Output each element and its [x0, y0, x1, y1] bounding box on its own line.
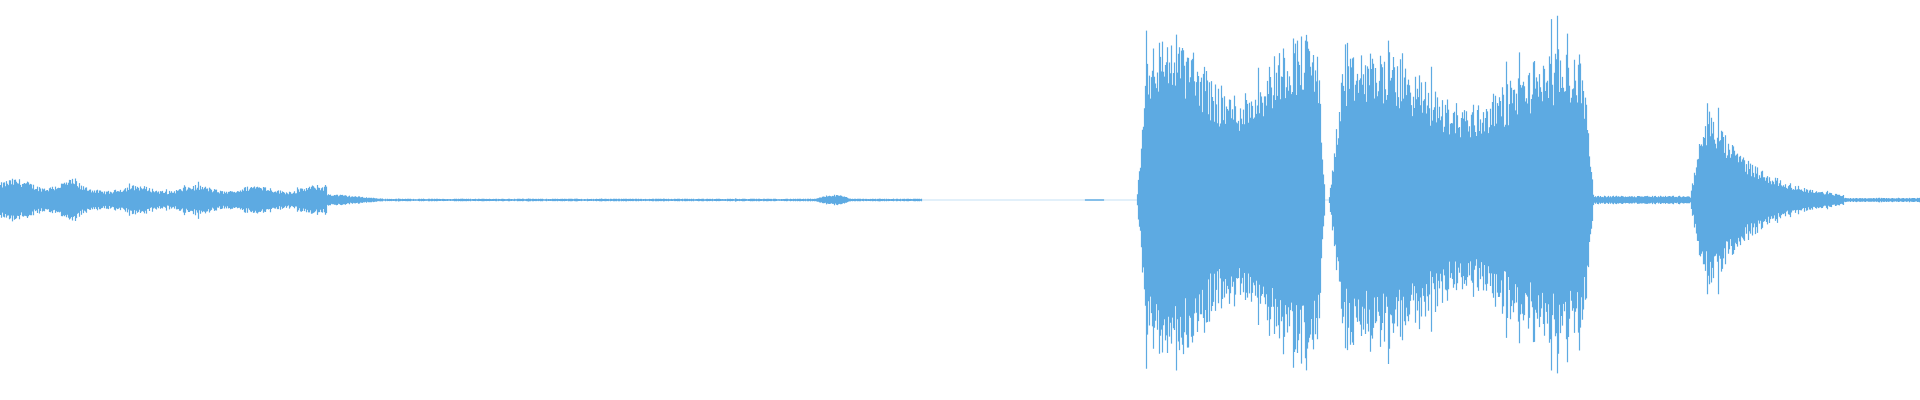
waveform-path — [0, 15, 1920, 374]
waveform-bars — [0, 15, 1920, 374]
